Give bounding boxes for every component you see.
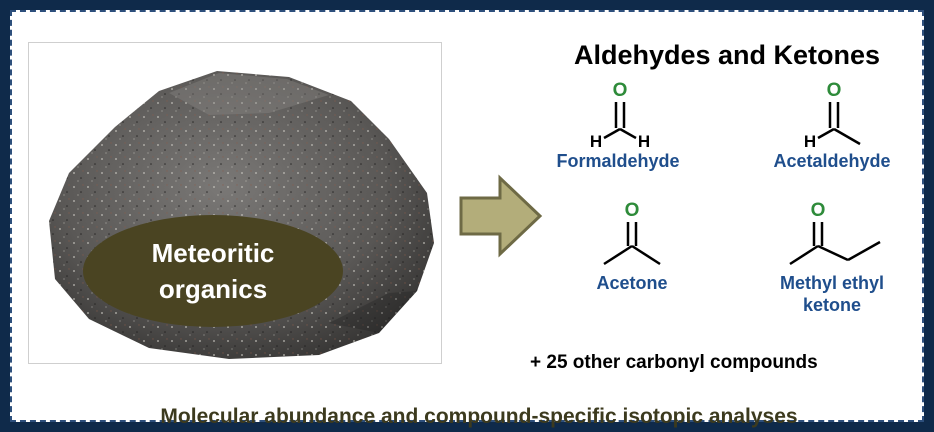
molecule-formaldehyde: O H H Formaldehyde	[538, 72, 698, 172]
meteorite-image: Meteoritic organics	[28, 42, 442, 364]
acetaldehyde-structure: O H	[804, 80, 861, 150]
oxygen-atom: O	[625, 200, 640, 221]
page-title: Aldehydes and Ketones	[573, 40, 881, 70]
hydrogen-left: H	[590, 132, 602, 150]
bottom-caption: Molecular abundance and compound-specifi…	[160, 405, 798, 428]
molecule-name-line-2: ketone	[802, 295, 862, 315]
meteorite-rock-graphic	[49, 71, 434, 359]
slide-panel: Meteoritic organics Aldehydes and Ketone…	[10, 10, 924, 428]
molecule-acetaldehyde: O H Acetaldehyde	[752, 72, 912, 172]
other-compounds-note: + 25 other carbonyl compounds	[530, 352, 818, 373]
molecule-name-line-1: Methyl ethyl	[779, 273, 885, 293]
mek-structure: O	[789, 200, 881, 266]
molecule-methyl-ethyl-ketone: O Methyl ethyl ketone	[752, 196, 912, 316]
molecule-name: Formaldehyde	[556, 151, 680, 171]
molecule-name: Acetaldehyde	[773, 151, 891, 171]
rock-label-line-1: Meteoritic	[151, 238, 275, 268]
acetone-structure: O	[603, 200, 661, 266]
hydrogen-left: H	[804, 132, 816, 150]
hydrogen-right: H	[638, 132, 650, 150]
label-ellipse	[83, 215, 343, 327]
molecule-acetone: O Acetone	[552, 196, 712, 294]
molecule-name: Acetone	[596, 273, 668, 293]
rock-label-line-2: organics	[158, 274, 268, 304]
formaldehyde-structure: O H H	[590, 80, 650, 150]
rock-label: Meteoritic organics	[103, 221, 323, 321]
oxygen-atom: O	[827, 80, 842, 101]
oxygen-atom: O	[811, 200, 826, 221]
oxygen-atom: O	[613, 80, 628, 101]
right-arrow-icon	[459, 174, 543, 258]
